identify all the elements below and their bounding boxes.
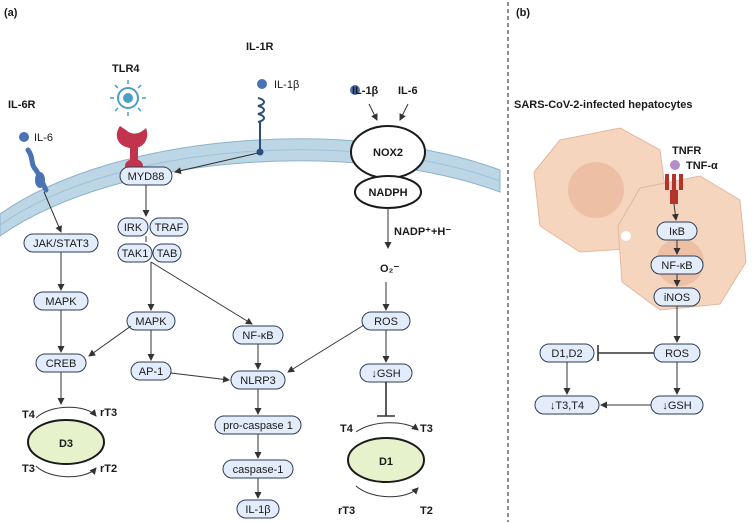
tab-node: TAB — [152, 243, 182, 263]
il1b-ligand-label: IL-1β — [274, 79, 299, 91]
svg-text:MYD88: MYD88 — [128, 171, 165, 183]
caspase1-node: caspase-1 — [222, 459, 294, 479]
svg-text:caspase-1: caspase-1 — [233, 464, 284, 476]
il1b-nox-ligand-icon — [350, 85, 360, 95]
svg-text:AP-1: AP-1 — [139, 366, 163, 378]
rt2-left-label: rT2 — [100, 463, 117, 475]
svg-text:pro-caspase 1: pro-caspase 1 — [223, 420, 293, 432]
svg-text:ROS: ROS — [665, 348, 689, 360]
myd88-node: MYD88 — [119, 166, 173, 186]
svg-text:TAB: TAB — [157, 248, 178, 260]
jak-stat3-node: JAK/STAT3 — [23, 233, 99, 253]
svg-text:D3: D3 — [59, 438, 73, 450]
svg-text:NF-κB: NF-κB — [242, 330, 273, 342]
svg-text:IκB: IκB — [669, 226, 685, 238]
svg-text:MAPK: MAPK — [135, 316, 167, 328]
nadph-node: NADPH — [354, 175, 422, 209]
nox2-node: NOX2 — [350, 125, 426, 179]
svg-text:ROS: ROS — [374, 316, 398, 328]
il6r-receptor-icon — [25, 147, 49, 193]
tnfr-receptor-icon — [665, 174, 683, 204]
nfkb-a-node: NF-κB — [232, 325, 284, 345]
superoxide-label: O₂⁻ — [380, 263, 399, 275]
creb-node: CREB — [35, 353, 87, 373]
il6-nox-label: IL-6 — [398, 85, 418, 97]
mapk-mid-node: MAPK — [126, 311, 176, 331]
tnfa-label: TNF-α — [686, 160, 718, 172]
tak1-node: TAK1 — [117, 243, 153, 263]
panel-a-label: (a) — [4, 7, 18, 19]
svg-text:NOX2: NOX2 — [373, 147, 403, 159]
svg-text:IRK: IRK — [124, 222, 143, 234]
ros-b-node: ROS — [653, 343, 701, 363]
t4-left-label: T4 — [22, 409, 36, 421]
d1-enzyme: D1 — [347, 422, 425, 498]
il1b-nox-label: IL-1β — [352, 85, 379, 97]
svg-text:TAK1: TAK1 — [122, 248, 149, 260]
nadp-label: NADP⁺+H⁻ — [394, 226, 451, 238]
d3-enzyme: D3 — [27, 406, 105, 478]
pro-caspase1-node: pro-caspase 1 — [214, 415, 302, 435]
ap1-node: AP-1 — [130, 361, 172, 381]
svg-text:IL-1β: IL-1β — [245, 504, 270, 516]
t3t4-node: ↓T3,T4 — [534, 395, 600, 415]
t4-right-label: T4 — [340, 423, 354, 435]
svg-text:D1,D2: D1,D2 — [551, 348, 582, 360]
traf-node: TRAF — [149, 217, 189, 237]
svg-text:TRAF: TRAF — [155, 222, 184, 234]
svg-text:NADPH: NADPH — [368, 187, 407, 199]
svg-text:↓T3,T4: ↓T3,T4 — [550, 400, 584, 412]
il6-ligand-label: IL-6 — [34, 132, 53, 144]
il1b-ligand-icon — [257, 79, 267, 89]
il6r-label: IL-6R — [8, 99, 36, 111]
hepatocytes-title: SARS-CoV-2-infected hepatocytes — [514, 99, 692, 111]
svg-text:NLRP3: NLRP3 — [240, 375, 275, 387]
il6-ligand-icon — [19, 132, 29, 142]
svg-text:↓GSH: ↓GSH — [662, 400, 691, 412]
hepatocyte-cells-icon — [533, 127, 747, 311]
t3-right-label: T3 — [420, 423, 433, 435]
svg-text:NF-κB: NF-κB — [661, 260, 692, 272]
il1r-label: IL-1R — [246, 41, 274, 53]
svg-text:MAPK: MAPK — [45, 296, 77, 308]
nlrp3-node: NLRP3 — [230, 370, 286, 390]
svg-text:iNOS: iNOS — [664, 292, 690, 304]
gsh-b-node: ↓GSH — [650, 395, 704, 415]
nfkb-b-node: NF-κB — [650, 255, 704, 275]
rt3-left-label: rT3 — [100, 407, 117, 419]
mapk-left-node: MAPK — [33, 291, 89, 311]
rt3-right-label: rT3 — [338, 505, 355, 517]
il1r-receptor-icon — [256, 97, 265, 156]
tnfr-label: TNFR — [672, 145, 701, 157]
virus-icon — [110, 80, 146, 116]
tlr4-label: TLR4 — [112, 63, 140, 75]
gsh-a-node: ↓GSH — [359, 363, 413, 383]
svg-text:↓GSH: ↓GSH — [371, 368, 400, 380]
il1b-bottom-node: IL-1β — [236, 499, 280, 519]
tnfa-ligand-icon — [670, 160, 680, 170]
panel-b-label: (b) — [516, 7, 530, 19]
ikb-node: IκB — [656, 221, 698, 241]
irk-node: IRK — [117, 217, 149, 237]
pathway-arrows-b — [563, 203, 681, 409]
inos-node: iNOS — [653, 287, 701, 307]
svg-text:CREB: CREB — [46, 358, 77, 370]
t2-right-label: T2 — [420, 505, 433, 517]
d1d2-node: D1,D2 — [539, 343, 595, 363]
svg-text:D1: D1 — [379, 456, 393, 468]
ros-a-node: ROS — [361, 311, 411, 331]
pathway-arrows-a — [43, 152, 395, 499]
t3-left-label: T3 — [22, 463, 35, 475]
svg-text:JAK/STAT3: JAK/STAT3 — [33, 238, 89, 250]
